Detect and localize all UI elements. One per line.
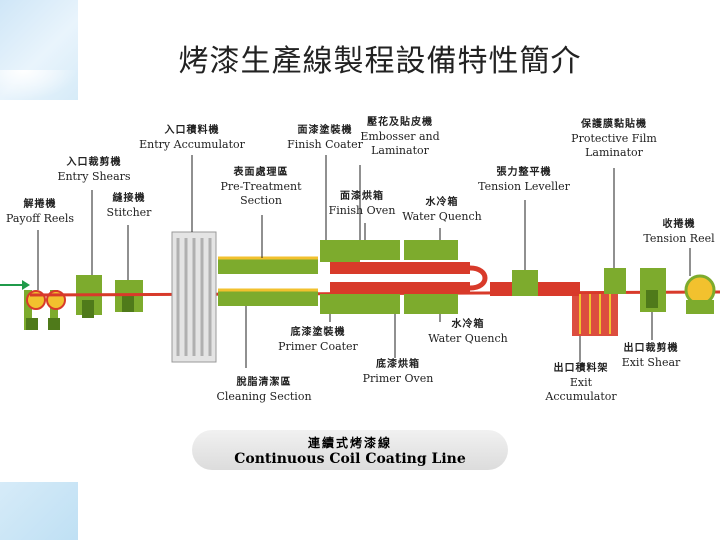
- label-stitcher: 縫接機 Stitcher: [106, 193, 152, 219]
- label-tension-reel: 收捲機 Tension Reel: [643, 219, 715, 245]
- tension-reel: [684, 274, 716, 314]
- entry-accumulator: [171, 231, 217, 363]
- protective-film-laminator: [604, 268, 626, 294]
- label-finish-oven: 面漆烘箱 Finish Oven: [328, 191, 396, 217]
- tension-leveller: [490, 270, 580, 296]
- label-embosser-laminator: 壓花及貼皮機 Embosser and Laminator: [360, 117, 440, 157]
- label-exit-accumulator: 出口積料架 Exit Accumulator: [545, 363, 617, 403]
- exit-accumulator: [572, 292, 618, 336]
- corner-decoration-top: [0, 0, 78, 100]
- label-cleaning-section: 脫脂清潔區 Cleaning Section: [216, 377, 312, 403]
- label-finish-coater: 面漆塗裝機 Finish Coater: [287, 125, 363, 151]
- label-entry-shears: 入口裁剪機 Entry Shears: [57, 157, 131, 183]
- label-tension-leveller: 張力整平機 Tension Leveller: [478, 167, 570, 193]
- caption-en: Continuous Coil Coating Line: [234, 451, 466, 467]
- exit-shear: [640, 268, 666, 312]
- finish-oven: [330, 240, 470, 274]
- corner-decoration-bottom: [0, 482, 78, 540]
- label-entry-accumulator: 入口積料機 Entry Accumulator: [139, 125, 245, 151]
- label-pretreatment: 表面處理區 Pre-Treatment Section: [220, 167, 302, 207]
- caption-zh: 連續式烤漆線: [307, 436, 392, 450]
- label-water-quench-bottom: 水冷箱 Water Quench: [428, 319, 508, 345]
- label-primer-oven: 底漆烘箱 Primer Oven: [362, 359, 434, 385]
- strip-return-loop: [469, 265, 488, 291]
- label-protective-film: 保護膜黏貼機 Protective Film Laminator: [571, 119, 657, 159]
- entry-arrow-icon: [0, 280, 30, 290]
- pretreatment-section: [218, 256, 318, 274]
- label-payoff-reels: 解捲機 Payoff Reels: [5, 199, 75, 225]
- slide-title: 烤漆生產線製程設備特性簡介: [178, 44, 582, 79]
- coil-coating-line-diagram: [0, 155, 720, 368]
- callout-leaders: [37, 155, 691, 368]
- cleaning-section: [218, 288, 318, 306]
- label-primer-coater: 底漆塗裝機 Primer Coater: [278, 327, 358, 353]
- water-quench: [404, 240, 458, 314]
- primer-oven: [320, 282, 470, 314]
- entry-shears: [76, 275, 102, 318]
- label-exit-shear: 出口裁剪機 Exit Shear: [621, 343, 681, 369]
- diagram-caption: 連續式烤漆線 Continuous Coil Coating Line: [192, 430, 508, 470]
- label-water-quench-top: 水冷箱 Water Quench: [402, 197, 482, 223]
